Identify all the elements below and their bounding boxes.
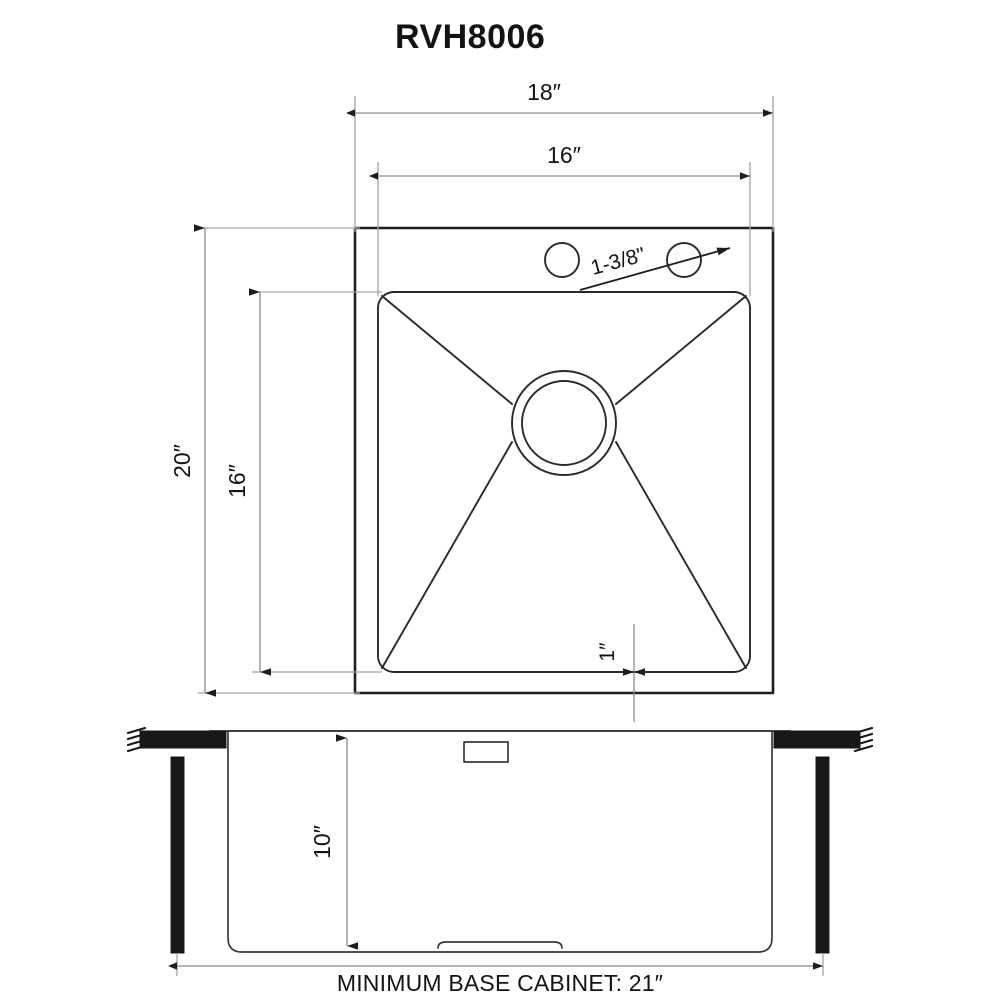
faucet-hole-left	[544, 242, 580, 278]
hole-diameter-leader	[579, 247, 731, 291]
faucet-hole-right	[666, 242, 702, 278]
center-drain	[511, 370, 617, 476]
top-view: 1-3/8"	[353, 226, 775, 695]
drain-outlet	[437, 941, 563, 949]
overflow-plate	[463, 741, 509, 763]
basin-depth-label: 16″	[224, 464, 250, 498]
bowl-depth-dimension: 10″	[309, 734, 358, 950]
cabinet-wall-left	[170, 756, 185, 954]
cabinet-width-dimension	[167, 953, 824, 976]
countertop-right	[773, 726, 874, 753]
left-vertical-dimensions: 20″ 16″	[169, 224, 382, 697]
basin-slope-lines	[381, 295, 747, 669]
page-title: RVH8006	[395, 18, 545, 56]
cabinet-wall-right	[815, 756, 830, 954]
top-horizontal-dimensions: 18″ 16″	[345, 79, 774, 296]
overall-width-label: 18″	[527, 79, 561, 105]
rim-offset-dimension: 1″	[596, 624, 645, 722]
basin-outline	[377, 291, 751, 673]
overall-depth-label: 20″	[169, 444, 195, 478]
basin-body-outline	[227, 730, 773, 953]
bowl-depth-label: 10″	[309, 825, 335, 859]
basin-width-label: 16″	[547, 142, 581, 168]
cabinet-note: MINIMUM BASE CABINET: 21″	[337, 970, 663, 996]
countertop-left	[126, 726, 227, 753]
rim-offset-label: 1″	[596, 642, 619, 662]
sink-deck-outline	[353, 226, 775, 695]
front-elevation-view: 10″	[126, 726, 874, 954]
